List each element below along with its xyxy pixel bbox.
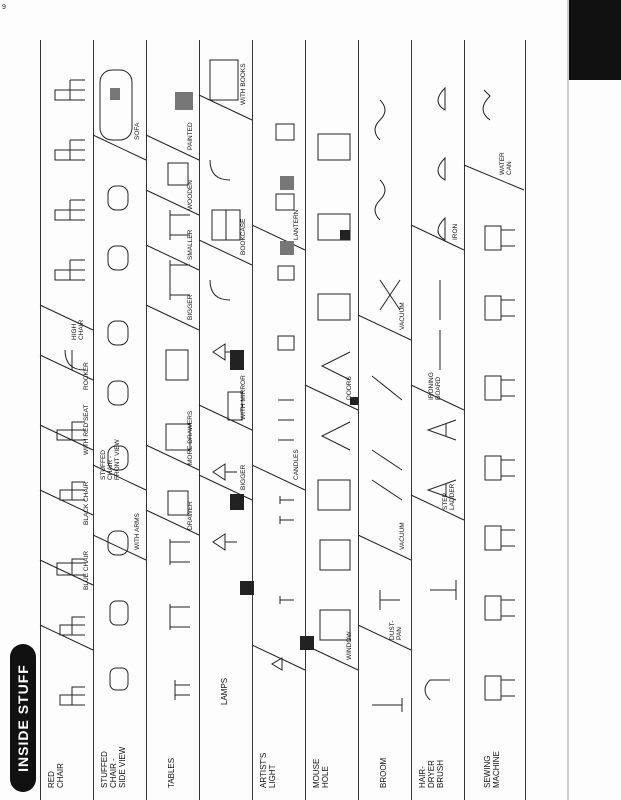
cell-label: MORE DRAWERS (187, 410, 194, 465)
cell-label: ROCKER (83, 362, 90, 390)
row-label: STUFFED CHAIR - SIDE VIEW (100, 746, 127, 788)
cell-label: WITH RED SEAT (83, 404, 90, 455)
cell-label: SOFA (134, 122, 141, 140)
cell-label: SMALLER (187, 229, 194, 260)
cell-label: BLACK CHAIR (83, 481, 90, 525)
row-label: ARTIST'S LIGHT (259, 752, 277, 788)
cell-label: HIGH CHAIR (71, 319, 85, 340)
row-sewing: SEWING MACHINE WATER CAN (464, 40, 526, 800)
cell-label: VACUUM (399, 302, 406, 330)
cell-label: DUST- PAN (389, 620, 403, 641)
corner-page-mark: 9 (2, 4, 6, 11)
scan-dark-edge (569, 0, 621, 80)
cell-label: IRON (452, 223, 459, 240)
cell-label: IRONING BOARD (428, 372, 442, 400)
cell-label: WINDOW (346, 631, 353, 660)
cell-label: BOOKCASE (240, 218, 247, 255)
cell-label: LANTERN (293, 209, 300, 240)
cell-label: WITH BOOKS (240, 63, 247, 105)
cell-label: BIGGER (240, 464, 247, 490)
row-label: BROOM (379, 757, 388, 788)
row-label: RED CHAIR (47, 763, 65, 788)
row-household: HAIR- DRYER BRUSH STEP LADDER IRONING BO… (411, 40, 465, 800)
row-label: LAMPS (220, 677, 229, 705)
cell-label: BLUE CHAIR (83, 550, 90, 590)
cell-label: STUFFED CHAIR - FRONT VIEW (100, 439, 121, 480)
cell-label: PAINTED (187, 122, 194, 150)
drawing-sheet: INSIDE STUFF RED CHAIR BLUE CHAIR BLACK … (0, 40, 560, 800)
cell-label: DRAWER (187, 501, 194, 530)
row-label: TABLES (167, 757, 176, 788)
row-label: HAIR- DRYER BRUSH (418, 759, 445, 788)
scan-edge-line (567, 0, 569, 800)
row-rooms: MOUSE HOLE WINDOW DOORS (305, 40, 359, 800)
cell-label: WITH ARMS (134, 513, 141, 550)
cell-label: WOODEN (187, 180, 194, 210)
row-label: SEWING MACHINE (483, 751, 501, 788)
row-lamps: LAMPS BIGGER WITH MIRROR BOOKCASE WITH B… (199, 40, 253, 800)
cell-label: CANDLES (293, 449, 300, 480)
cell-label: STEP LADDER (442, 483, 456, 510)
row-chairs: RED CHAIR BLUE CHAIR BLACK CHAIR WITH RE… (40, 40, 94, 800)
cell-label: DOORS (346, 376, 353, 400)
row-tables: TABLES DRAWER MORE DRAWERS BIGGER SMALLE… (146, 40, 200, 800)
row-stuffed-chairs: STUFFED CHAIR - SIDE VIEW WITH ARMS STUF… (93, 40, 147, 800)
cell-label: VACUUM (399, 522, 406, 550)
cell-label: WATER CAN (499, 152, 513, 175)
row-lights: ARTIST'S LIGHT CANDLES LANTERN (252, 40, 306, 800)
row-label: MOUSE HOLE (312, 758, 330, 788)
row-cleaning: BROOM DUST- PAN VACUUM VACUUM (358, 40, 412, 800)
cell-label: BIGGER (187, 294, 194, 320)
inside-stuff-logo: INSIDE STUFF (10, 644, 36, 792)
cell-label: WITH MIRROR (240, 375, 247, 420)
